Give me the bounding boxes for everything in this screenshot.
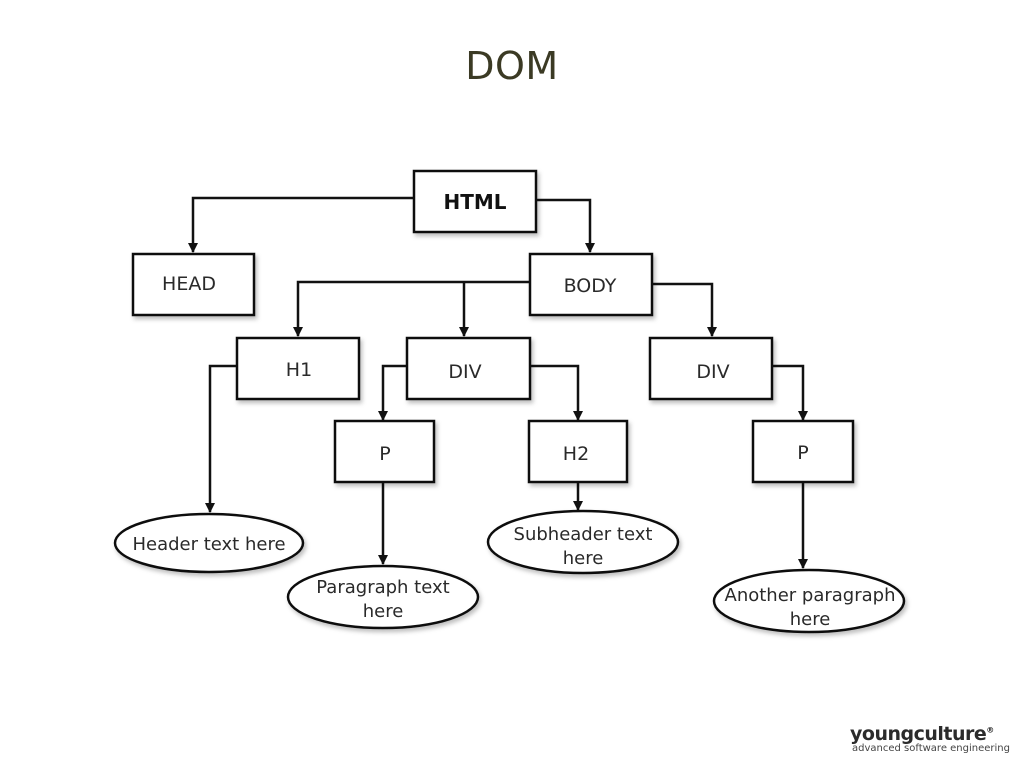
node-html-label: HTML — [443, 190, 506, 214]
leaf-paragraph-text: Paragraph text here — [286, 564, 480, 630]
node-div-1: DIV — [405, 336, 532, 401]
edge-div1-p — [378, 364, 407, 421]
leaf-header-text: Header text here — [113, 512, 305, 574]
node-h1: H1 — [235, 336, 361, 401]
node-p-2: P — [751, 419, 855, 484]
leaf-header-text-line-1: Header text here — [132, 534, 285, 555]
slide-title: DOM — [465, 44, 559, 88]
node-head-label: HEAD — [162, 273, 216, 295]
edge-div1-h2 — [530, 364, 583, 421]
node-p-1-label: P — [379, 443, 390, 465]
leaf-another-paragraph: Another paragraph here — [712, 568, 906, 634]
node-head: HEAD — [131, 252, 256, 317]
edge-h1-header-text — [205, 364, 237, 513]
leaf-another-paragraph-line-2: here — [790, 609, 831, 630]
edge-body-h1 — [293, 280, 530, 337]
leaf-subheader-text-line-2: here — [563, 548, 604, 569]
node-body-label: BODY — [564, 275, 617, 297]
node-h2-label: H2 — [563, 443, 589, 465]
leaf-another-paragraph-line-1: Another paragraph — [725, 585, 896, 606]
node-div-1-label: DIV — [448, 361, 481, 383]
node-p-2-label: P — [797, 442, 808, 464]
node-body: BODY — [528, 252, 654, 317]
logo-tagline: advanced software engineering — [852, 743, 1010, 754]
edge-body-div2 — [652, 282, 717, 337]
node-div-2: DIV — [648, 336, 774, 401]
node-p-1: P — [333, 419, 436, 484]
leaf-subheader-text-line-1: Subheader text — [514, 524, 653, 545]
node-h2: H2 — [527, 419, 629, 484]
node-html: HTML — [412, 169, 538, 234]
edge-html-head — [188, 196, 414, 253]
logo-registered-mark: ® — [986, 725, 994, 735]
leaf-paragraph-text-line-2: here — [363, 601, 404, 622]
connectors — [188, 196, 808, 569]
logo-brand: youngculture — [850, 723, 987, 745]
leaf-subheader-text: Subheader text here — [486, 509, 680, 575]
leaf-paragraph-text-line-1: Paragraph text — [316, 577, 449, 598]
youngculture-logo: youngculture® advanced software engineer… — [850, 723, 1010, 754]
edge-div2-p — [772, 364, 808, 421]
edge-html-body — [535, 198, 595, 253]
node-div-2-label: DIV — [696, 361, 729, 383]
node-h1-label: H1 — [286, 359, 312, 381]
